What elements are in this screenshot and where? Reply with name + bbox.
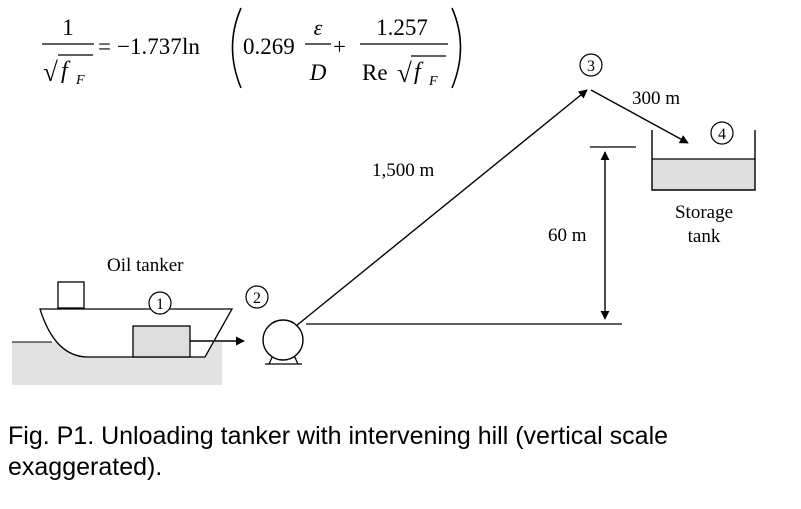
height-dimension: 60 m xyxy=(306,146,636,325)
point-2-label: 2 xyxy=(253,290,261,307)
colebrook-equation: 1 √ f F = −1.737 ln 0.269 ε D + 1.257 Re… xyxy=(42,7,462,89)
point-4-marker xyxy=(710,121,734,145)
pipe-segment-downhill xyxy=(590,89,689,144)
pump: 2 xyxy=(190,285,304,365)
ln-operator: ln xyxy=(182,34,200,59)
figure-caption: Fig. P1. Unloading tanker with interveni… xyxy=(8,422,669,481)
tanker-oil-cargo xyxy=(132,325,191,358)
tank-walls xyxy=(651,130,756,191)
lhs-numerator: 1 xyxy=(62,15,74,40)
pipe-segment-uphill xyxy=(295,89,588,327)
rhs-f-symbol: f xyxy=(414,59,424,85)
pipeline: 1,500 m 300 m 3 xyxy=(295,53,689,327)
left-paren xyxy=(231,7,242,89)
lhs-f-subscript: F xyxy=(75,73,85,88)
constant-1257: 1.257 xyxy=(376,15,428,40)
tank-liquid xyxy=(652,159,755,190)
rhs-sqrt-sign: √ xyxy=(397,58,412,88)
pipeline-diagram: 1 √ f F = −1.737 ln 0.269 ε D + 1.257 Re… xyxy=(12,7,756,385)
storage-label-line2: tank xyxy=(688,226,721,247)
storage-tank: 4 Storage tank xyxy=(651,121,756,247)
oil-tanker: Oil tanker 1 xyxy=(12,255,234,358)
rhs-f-subscript: F xyxy=(428,74,438,89)
length-label-300m: 300 m xyxy=(632,88,680,109)
tanker-label: Oil tanker xyxy=(107,255,184,276)
point-3-marker xyxy=(579,53,603,77)
diameter-symbol: D xyxy=(309,60,327,85)
lhs-f-symbol: f xyxy=(61,58,71,84)
point-4-label: 4 xyxy=(718,126,726,143)
constant-0269: 0.269 xyxy=(243,34,295,59)
point-1-label: 1 xyxy=(156,296,164,313)
equals-sign: = xyxy=(98,34,111,59)
length-label-1500m: 1,500 m xyxy=(372,160,435,181)
tanker-cabin xyxy=(57,281,85,309)
epsilon: ε xyxy=(314,15,323,40)
point-3-label: 3 xyxy=(587,58,595,75)
reynolds-symbol: Re xyxy=(362,60,388,85)
height-label-60m: 60 m xyxy=(548,225,587,246)
storage-label-line1: Storage xyxy=(675,202,733,223)
coefficient: −1.737 xyxy=(117,34,182,59)
point-1-marker xyxy=(148,291,172,315)
plus-sign: + xyxy=(333,34,346,59)
point-2-marker xyxy=(245,285,269,309)
right-paren xyxy=(451,7,462,89)
lhs-sqrt-sign: √ xyxy=(43,57,58,87)
pump-casing xyxy=(262,319,304,361)
